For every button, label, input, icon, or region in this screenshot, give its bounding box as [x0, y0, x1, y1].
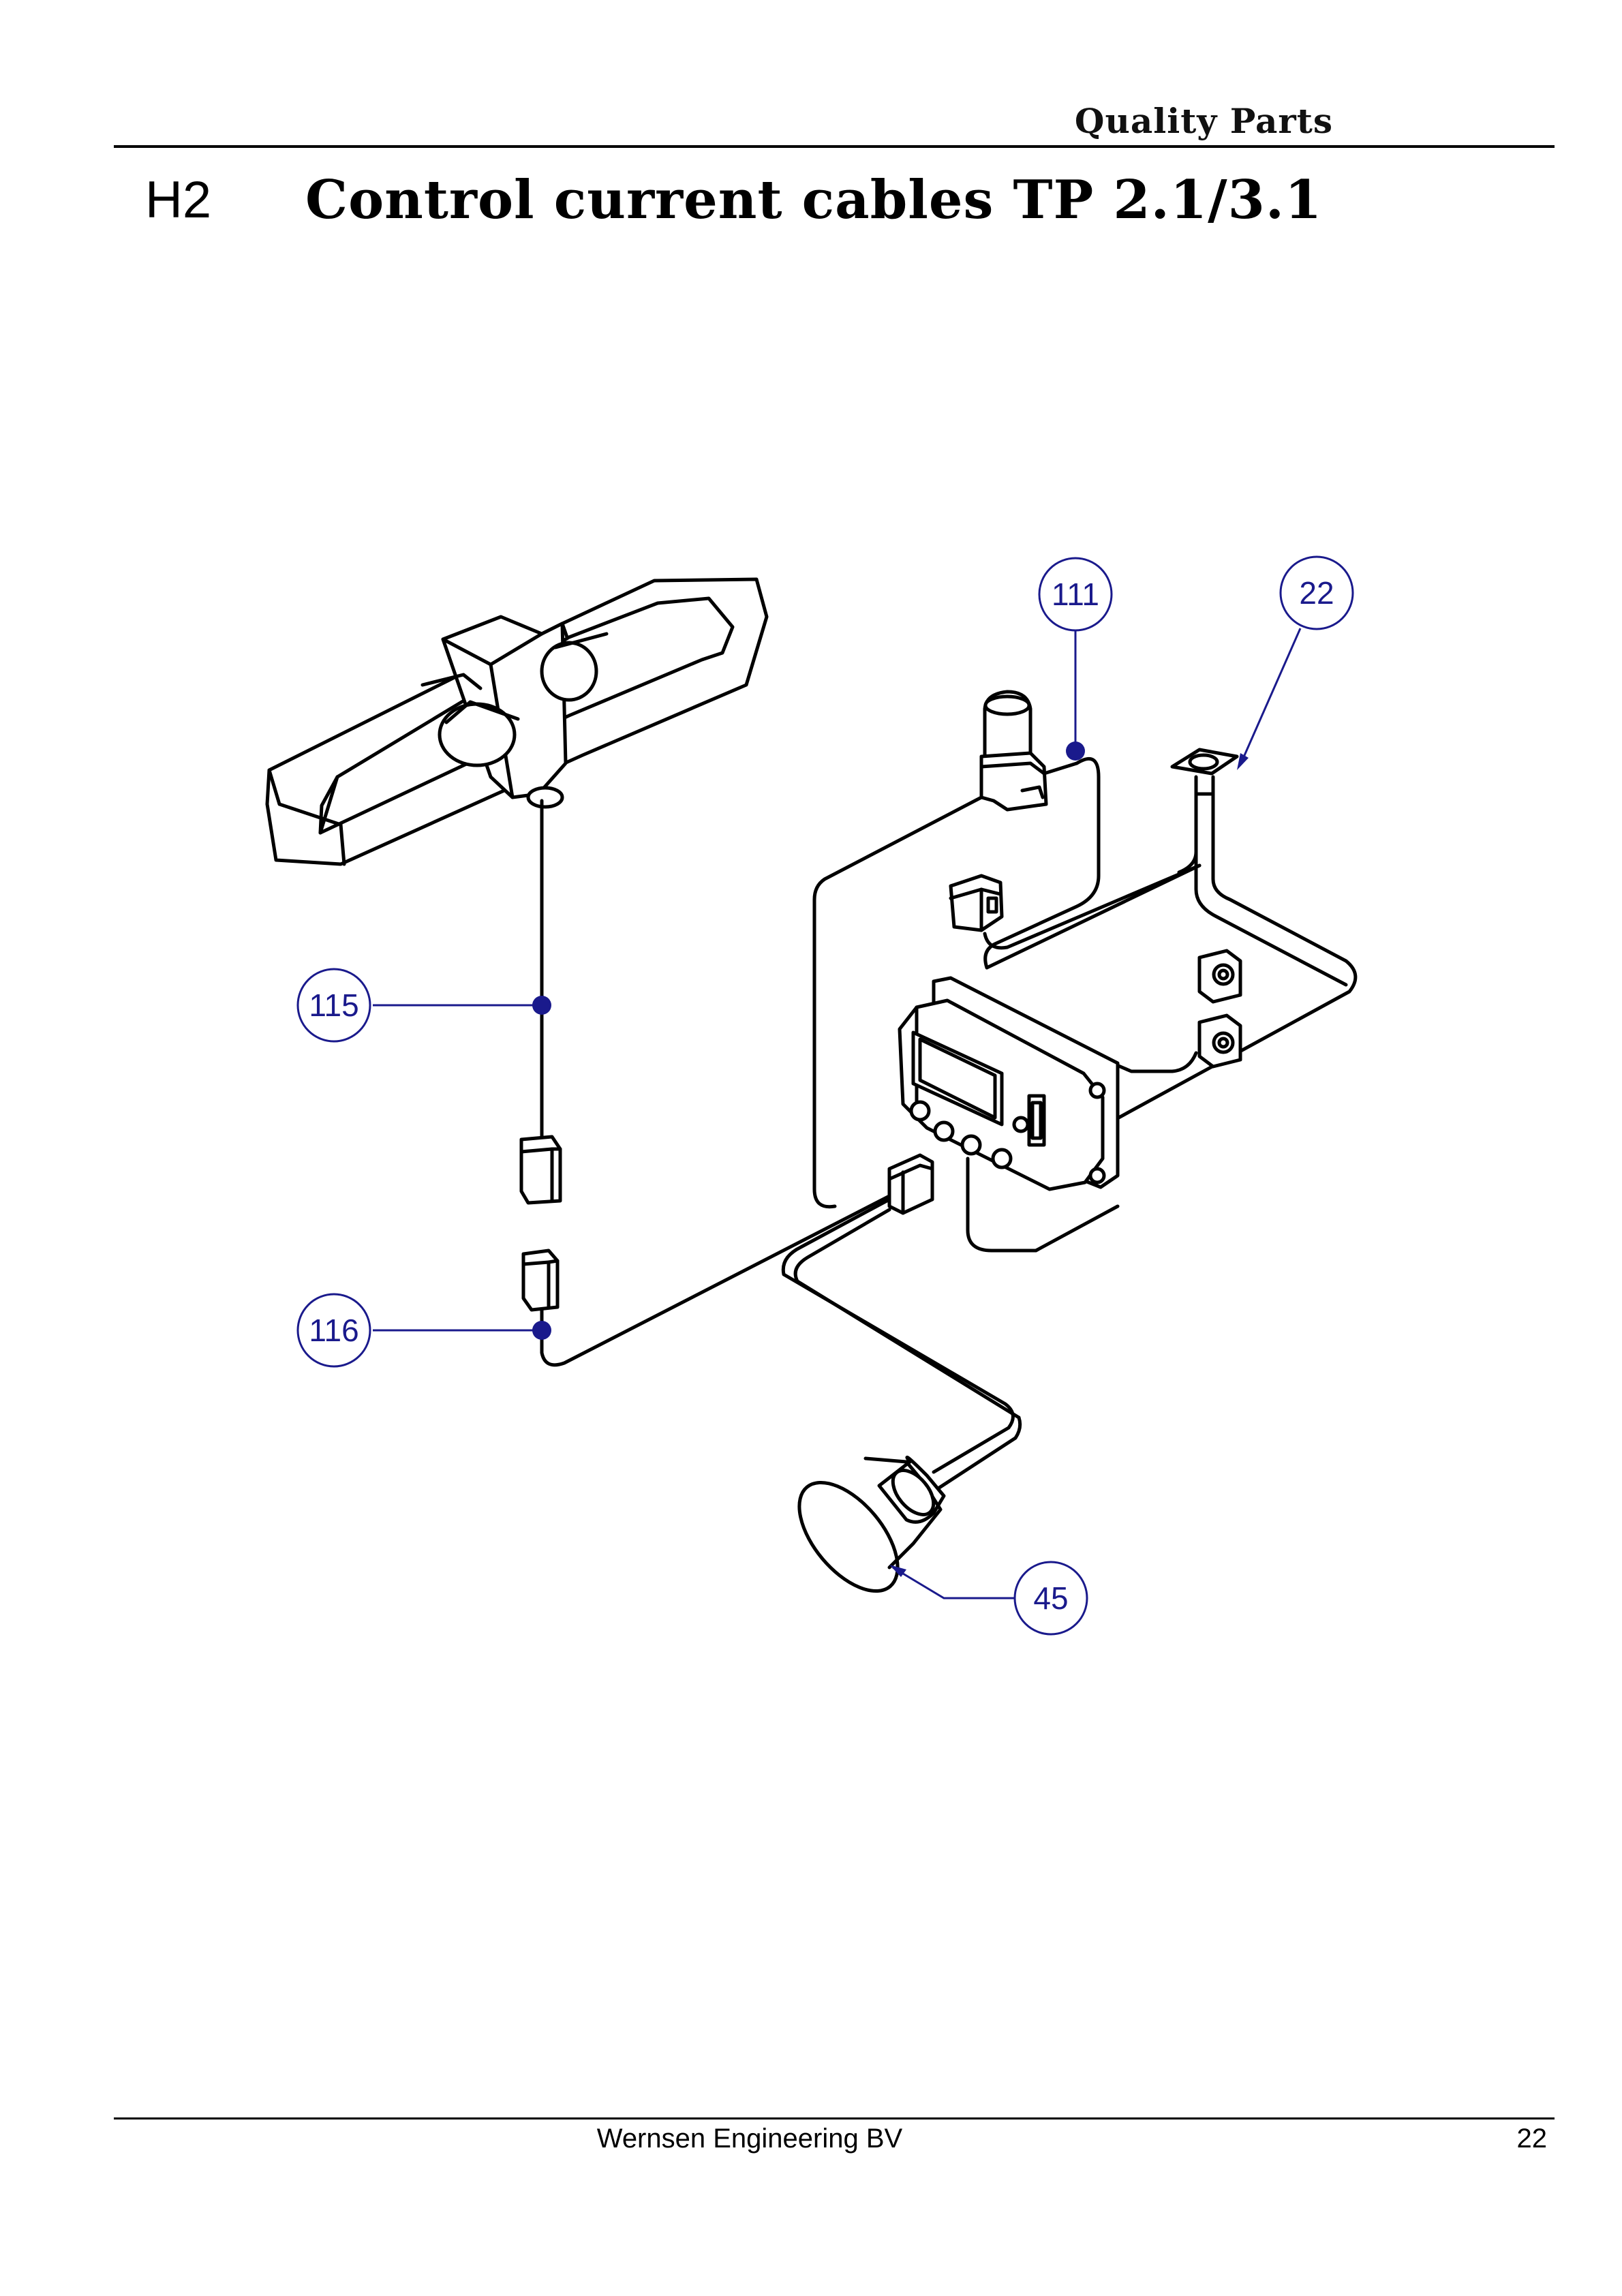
plate-cable-a [1177, 792, 1198, 874]
callout-116: 116 [296, 1293, 371, 1368]
callout-111-label: 111 [1052, 577, 1099, 612]
callout-dots [532, 741, 1249, 1577]
callout-111: 111 [1038, 557, 1113, 632]
foot-switch-cable-a [781, 1197, 1015, 1474]
section-title: Control current cables TP 2.1/3.1 [305, 169, 1323, 231]
lower-cable [540, 1194, 891, 1367]
foot-switch [797, 1455, 946, 1593]
footer-rule [114, 2117, 1555, 2119]
section-code: H2 [145, 171, 212, 229]
page-number: 22 [1516, 2124, 1548, 2154]
plug-connector-upper [519, 1135, 562, 1205]
socket-lower [1197, 1013, 1242, 1069]
header-rule [114, 145, 1555, 148]
box-cable [966, 1157, 1120, 1253]
callout-22-label: 22 [1299, 575, 1334, 611]
callout-115: 115 [296, 968, 371, 1043]
callout-45: 45 [1013, 1561, 1088, 1636]
left-cable-run [812, 795, 983, 1209]
footer-company: Wernsen Engineering BV [596, 2124, 903, 2154]
callout-leaders [373, 628, 1302, 1599]
handle-bar [265, 577, 769, 866]
motor-unit [979, 690, 1079, 812]
callout-116-label: 116 [309, 1313, 358, 1348]
connector-plate [1170, 748, 1239, 796]
plug-connector-lower [521, 1249, 560, 1312]
callout-45-label: 45 [1033, 1580, 1068, 1616]
callout-22: 22 [1279, 555, 1354, 630]
socket-upper [1197, 949, 1242, 1004]
box-plug [887, 1153, 934, 1215]
micro-switch [949, 874, 1004, 932]
plate-cable-b [1017, 792, 1358, 1174]
callout-115-label: 115 [309, 988, 358, 1023]
header-brand: Quality Parts [1074, 101, 1333, 141]
motor-cable [983, 756, 1202, 970]
control-box [898, 976, 1120, 1191]
